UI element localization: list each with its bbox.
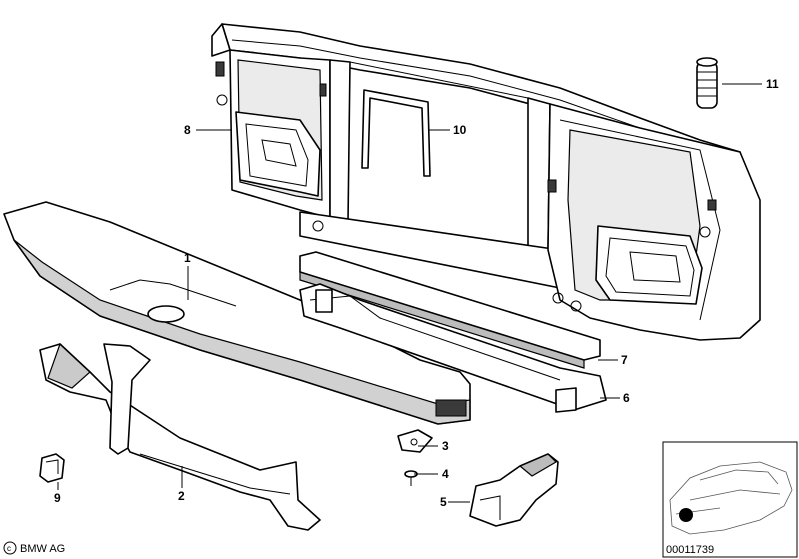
bracket-part[interactable]: [469, 453, 559, 527]
part-number-1: 1: [184, 251, 191, 265]
clip-part[interactable]: [39, 453, 65, 483]
part-number-3: 3: [442, 439, 449, 453]
air-guide-part[interactable]: [299, 283, 607, 413]
copyright-mark: c BMW AG: [3, 541, 65, 555]
drawing-number: 00011739: [666, 544, 714, 556]
part-number-6: 6: [623, 391, 630, 405]
part-number-7: 7: [621, 353, 628, 367]
lower-support-part[interactable]: [299, 251, 601, 369]
front-panel-part[interactable]: [211, 23, 761, 341]
vehicle-location-inset: 00011739: [662, 441, 798, 558]
part-number-2: 2: [178, 489, 185, 503]
part-number-10: 10: [453, 123, 467, 137]
car-outline-icon: [669, 461, 793, 535]
nut-clip-part[interactable]: [397, 429, 433, 453]
copyright-text: BMW AG: [20, 543, 65, 555]
part-number-5: 5: [440, 495, 447, 509]
copyright-icon: [3, 541, 17, 555]
part-number-8: 8: [184, 123, 191, 137]
part-number-4: 4: [442, 467, 449, 481]
bumper-carrier-part[interactable]: [3, 201, 471, 425]
part-number-11: 11: [766, 77, 779, 91]
support-bracket-part[interactable]: [39, 342, 321, 531]
rubber-buffer-part[interactable]: [696, 57, 718, 109]
copyright-c: c: [7, 544, 11, 553]
screw-part[interactable]: [404, 470, 418, 486]
location-marker-icon: [679, 508, 693, 522]
seal-part[interactable]: [361, 89, 431, 177]
part-number-9: 9: [54, 491, 61, 505]
